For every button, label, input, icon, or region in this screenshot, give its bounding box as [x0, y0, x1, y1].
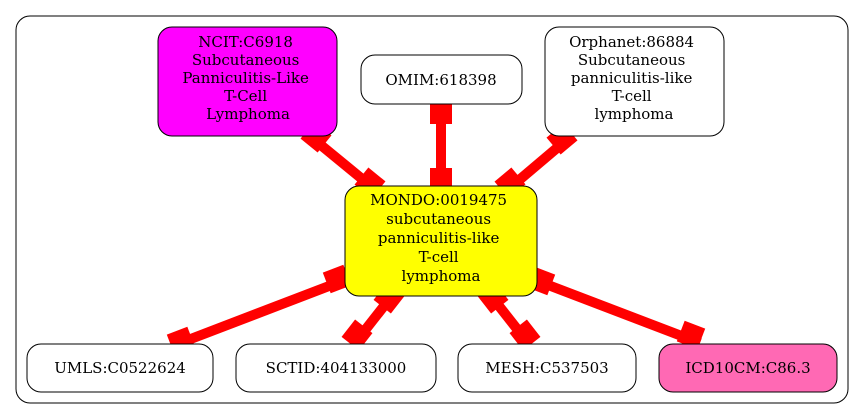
node-center-line-4: T-cell	[419, 248, 459, 266]
svg-text:SCTID:404133000: SCTID:404133000	[266, 359, 407, 377]
node-ncit-line-3: Panniculitis-Like	[182, 69, 309, 87]
node-orphanet-line-4: T-cell	[612, 87, 652, 105]
svg-text:MESH:C537503: MESH:C537503	[485, 359, 608, 377]
node-icd10cm[interactable]: ICD10CM:C86.3	[658, 343, 838, 393]
node-omim[interactable]: OMIM:618398	[360, 54, 523, 105]
node-mesh-line-1: MESH:C537503	[485, 359, 608, 377]
node-umls[interactable]: UMLS:C0522624	[26, 343, 214, 393]
node-ncit-line-2: Subcutaneous	[192, 51, 300, 69]
node-icd10cm-line-1: ICD10CM:C86.3	[685, 359, 810, 377]
node-ncit-line-1: NCIT:C6918	[198, 33, 293, 51]
edge-omim-center	[430, 102, 452, 190]
node-orphanet-line-5: lymphoma	[595, 105, 674, 123]
node-ncit-line-4: T-Cell	[224, 87, 267, 105]
svg-text:MONDO:0019475 subcutaneo: MONDO:0019475 subcutaneous panniculitis-…	[370, 191, 512, 285]
node-omim-line-1: OMIM:618398	[385, 71, 496, 89]
node-orphanet-line-2: Subcutaneous	[578, 51, 686, 69]
node-ncit[interactable]: NCIT:C6918 Subcutaneous Panniculitis-Lik…	[157, 26, 338, 137]
node-sctid-line-1: SCTID:404133000	[266, 359, 407, 377]
svg-text:NCIT:C6918 Subcutaneous: NCIT:C6918 Subcutaneous Panniculitis-Lik…	[182, 33, 313, 123]
node-sctid[interactable]: SCTID:404133000	[235, 343, 437, 393]
node-center-line-1: MONDO:0019475	[370, 191, 507, 209]
svg-text:ICD10CM:C86.3: ICD10CM:C86.3	[685, 359, 810, 377]
svg-text:OMIM:618398: OMIM:618398	[385, 71, 496, 89]
node-orphanet-line-3: panniculitis-like	[571, 69, 693, 87]
node-ncit-line-5: Lymphoma	[206, 105, 290, 123]
node-mesh[interactable]: MESH:C537503	[457, 343, 637, 393]
node-center-mondo[interactable]: MONDO:0019475 subcutaneous panniculitis-…	[344, 185, 538, 297]
node-orphanet-line-1: Orphanet:86884	[569, 33, 694, 51]
node-umls-line-1: UMLS:C0522624	[54, 359, 186, 377]
node-center-line-2: subcutaneous	[386, 210, 491, 228]
node-center-line-3: panniculitis-like	[378, 229, 500, 247]
node-orphanet[interactable]: Orphanet:86884 Subcutaneous panniculitis…	[544, 26, 725, 137]
svg-text:UMLS:C0522624: UMLS:C0522624	[54, 359, 186, 377]
svg-text:Orphanet:86884 Subcutane: Orphanet:86884 Subcutaneous panniculitis…	[569, 33, 699, 123]
node-center-line-5: lymphoma	[402, 267, 481, 285]
